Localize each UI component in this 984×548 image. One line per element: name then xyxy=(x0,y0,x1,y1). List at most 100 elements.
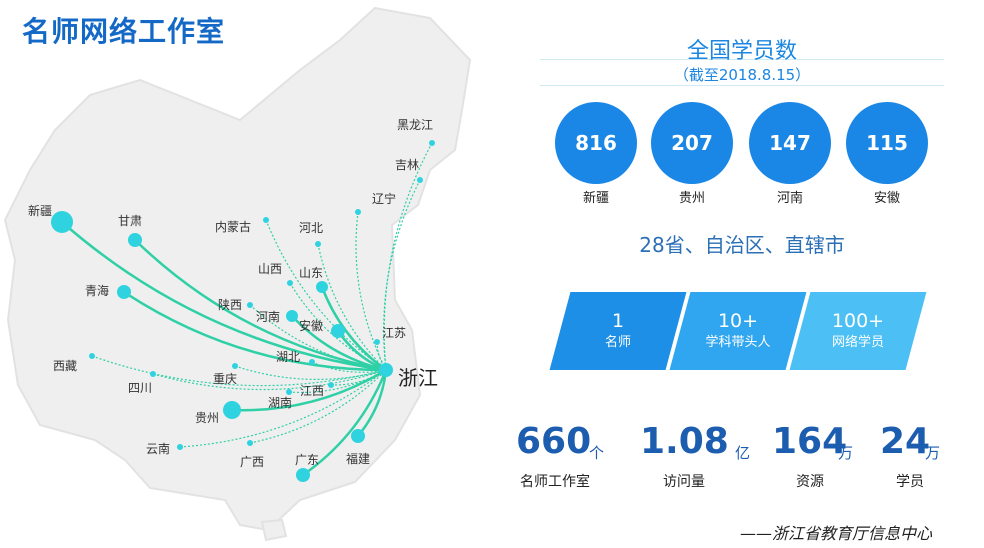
province-node xyxy=(315,241,321,247)
link-line xyxy=(302,369,388,477)
province-node xyxy=(351,429,365,443)
province-label: 重庆 xyxy=(213,372,237,386)
student-count-bubble: 207 xyxy=(651,102,733,184)
page-title: 名师网络工作室 xyxy=(22,15,226,48)
province-label: 吉林 xyxy=(395,158,419,172)
student-total-caption: 学员 xyxy=(896,474,924,490)
province-node xyxy=(263,217,269,223)
province-label: 广东 xyxy=(295,453,319,467)
student-count-label: 新疆 xyxy=(582,191,609,206)
province-label: 河北 xyxy=(299,221,323,235)
visit-unit: 亿 xyxy=(735,444,751,462)
province-label: 陕西 xyxy=(218,297,242,312)
student-total: 24 xyxy=(880,421,931,462)
province-node xyxy=(150,371,156,377)
province-node xyxy=(309,359,315,365)
link-line xyxy=(234,365,387,381)
visit-caption: 访问量 xyxy=(663,474,705,490)
studio-unit: 个 xyxy=(589,444,605,462)
studio-count: 660 xyxy=(516,421,592,462)
studio-caption: 名师工作室 xyxy=(520,474,590,490)
student-count-bubble: 816 xyxy=(555,102,637,184)
province-label: 福建 xyxy=(346,451,370,466)
province-label: 甘肃 xyxy=(118,214,142,228)
tier-card-learner: 100+ 网络学员 xyxy=(789,292,927,370)
province-label: 贵州 xyxy=(195,411,219,425)
resource-count: 164 xyxy=(772,421,848,462)
visit-count: 1.08 xyxy=(640,421,729,462)
province-node xyxy=(247,302,253,308)
stats-title: 全国学员数 xyxy=(686,39,797,64)
link-line xyxy=(61,221,387,372)
coverage-text: 28省、自治区、直辖市 xyxy=(639,233,845,257)
province-node xyxy=(287,280,293,286)
province-node xyxy=(355,209,361,215)
province-label: 山东 xyxy=(299,266,323,280)
province-label: 云南 xyxy=(146,441,170,456)
province-node xyxy=(374,339,380,345)
province-node xyxy=(247,440,253,446)
tier-card-leader: 10+ 学科带头人 xyxy=(669,292,807,370)
map-outline xyxy=(3,6,472,532)
student-count-bubble: 115 xyxy=(846,102,928,184)
tier-number: 1 xyxy=(611,310,625,332)
stats-subtitle: （截至2018.8.15） xyxy=(673,66,811,84)
tier-label: 网络学员 xyxy=(831,335,884,350)
province-label: 江西 xyxy=(300,384,324,398)
student-count-label: 河南 xyxy=(776,191,803,206)
province-label: 新疆 xyxy=(28,203,52,218)
student-count-label: 贵州 xyxy=(678,191,705,206)
link-line xyxy=(265,219,387,371)
province-node xyxy=(128,233,142,247)
link-line xyxy=(91,355,387,387)
link-line xyxy=(311,361,387,373)
province-label: 黑龙江 xyxy=(397,118,433,132)
province-node xyxy=(286,389,292,395)
province-node xyxy=(223,401,241,419)
province-label: 辽宁 xyxy=(372,191,396,206)
province-node xyxy=(177,444,183,450)
province-node xyxy=(417,177,423,183)
center-node xyxy=(379,363,393,377)
province-label: 广西 xyxy=(240,455,264,469)
tier-label: 学科带头人 xyxy=(705,335,771,350)
tier-card-mingshi: 1 名师 xyxy=(549,292,687,370)
resource-caption: 资源 xyxy=(796,474,824,490)
tier-label: 名师 xyxy=(604,335,631,350)
province-node xyxy=(296,468,310,482)
source-attribution: ——浙江省教育厅信息中心 xyxy=(740,524,933,543)
province-node xyxy=(316,281,328,293)
link-line xyxy=(231,368,387,412)
province-label: 湖北 xyxy=(276,349,300,364)
link-line xyxy=(291,315,387,372)
province-label: 山西 xyxy=(258,262,282,276)
link-line xyxy=(317,243,387,371)
divider xyxy=(540,85,944,86)
link-line xyxy=(355,211,387,371)
province-label: 湖南 xyxy=(268,395,292,410)
province-label: 四川 xyxy=(128,381,152,395)
province-node xyxy=(89,353,95,359)
province-label: 河南 xyxy=(256,309,280,324)
student-total-unit: 万 xyxy=(925,444,941,462)
link-line xyxy=(123,290,387,372)
divider xyxy=(540,59,944,60)
student-count-bubble: 147 xyxy=(749,102,831,184)
province-node xyxy=(429,140,435,146)
link-line xyxy=(249,304,387,371)
link-line xyxy=(134,239,387,372)
tier-number: 10+ xyxy=(717,310,759,332)
province-label: 安徽 xyxy=(299,318,323,333)
student-count-label: 安徽 xyxy=(873,191,900,206)
province-node xyxy=(328,382,334,388)
tier-number: 100+ xyxy=(831,310,885,332)
province-label: 江苏 xyxy=(382,326,406,340)
link-line xyxy=(383,179,421,371)
province-label: 西藏 xyxy=(53,359,77,373)
resource-unit: 万 xyxy=(838,444,854,462)
province-node xyxy=(117,285,131,299)
link-line xyxy=(179,369,387,448)
province-node xyxy=(331,324,345,338)
center-label: 浙江 xyxy=(398,366,438,390)
